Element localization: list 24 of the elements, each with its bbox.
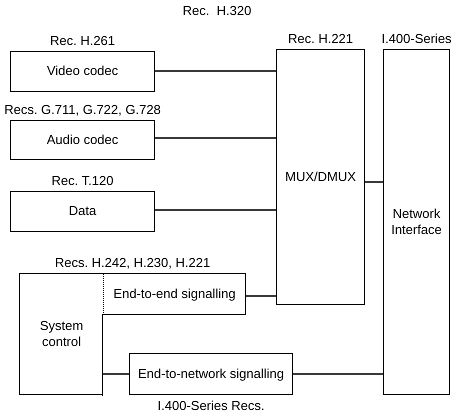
box-label: Audio codec bbox=[46, 132, 120, 148]
box-label: MUX/DMUX bbox=[284, 168, 357, 186]
recommendation-label: Rec. T.120 bbox=[52, 173, 114, 190]
recommendation-label: Rec. H.261 bbox=[50, 33, 116, 50]
diagram-title: Rec. H.320 bbox=[182, 3, 252, 18]
connector-line bbox=[155, 70, 276, 72]
connector-line bbox=[155, 137, 276, 139]
connector-line bbox=[155, 209, 276, 211]
box-label: System control bbox=[38, 318, 84, 350]
recommendation-label: Rec. H.221 bbox=[288, 31, 354, 48]
recommendation-label: Recs. H.242, H.230, H.221 bbox=[54, 255, 210, 272]
box-label: End-to-network signalling bbox=[137, 366, 285, 382]
recommendation-label: Recs. G.711, G.722, G.728 bbox=[4, 102, 161, 118]
recommendation-label: I.400-Series bbox=[381, 31, 452, 48]
box-label: Network Interface bbox=[390, 206, 443, 238]
recommendation-label: I.400-Series Recs. bbox=[158, 398, 264, 414]
box-label: Video codec bbox=[46, 63, 120, 80]
connector-line bbox=[293, 373, 383, 375]
box-label: Data bbox=[68, 203, 98, 220]
connector-line bbox=[246, 295, 276, 297]
box-label: End-to-end signalling bbox=[112, 286, 237, 302]
connector-line bbox=[365, 181, 383, 183]
connector-line bbox=[103, 373, 129, 375]
process-box bbox=[103, 273, 246, 315]
